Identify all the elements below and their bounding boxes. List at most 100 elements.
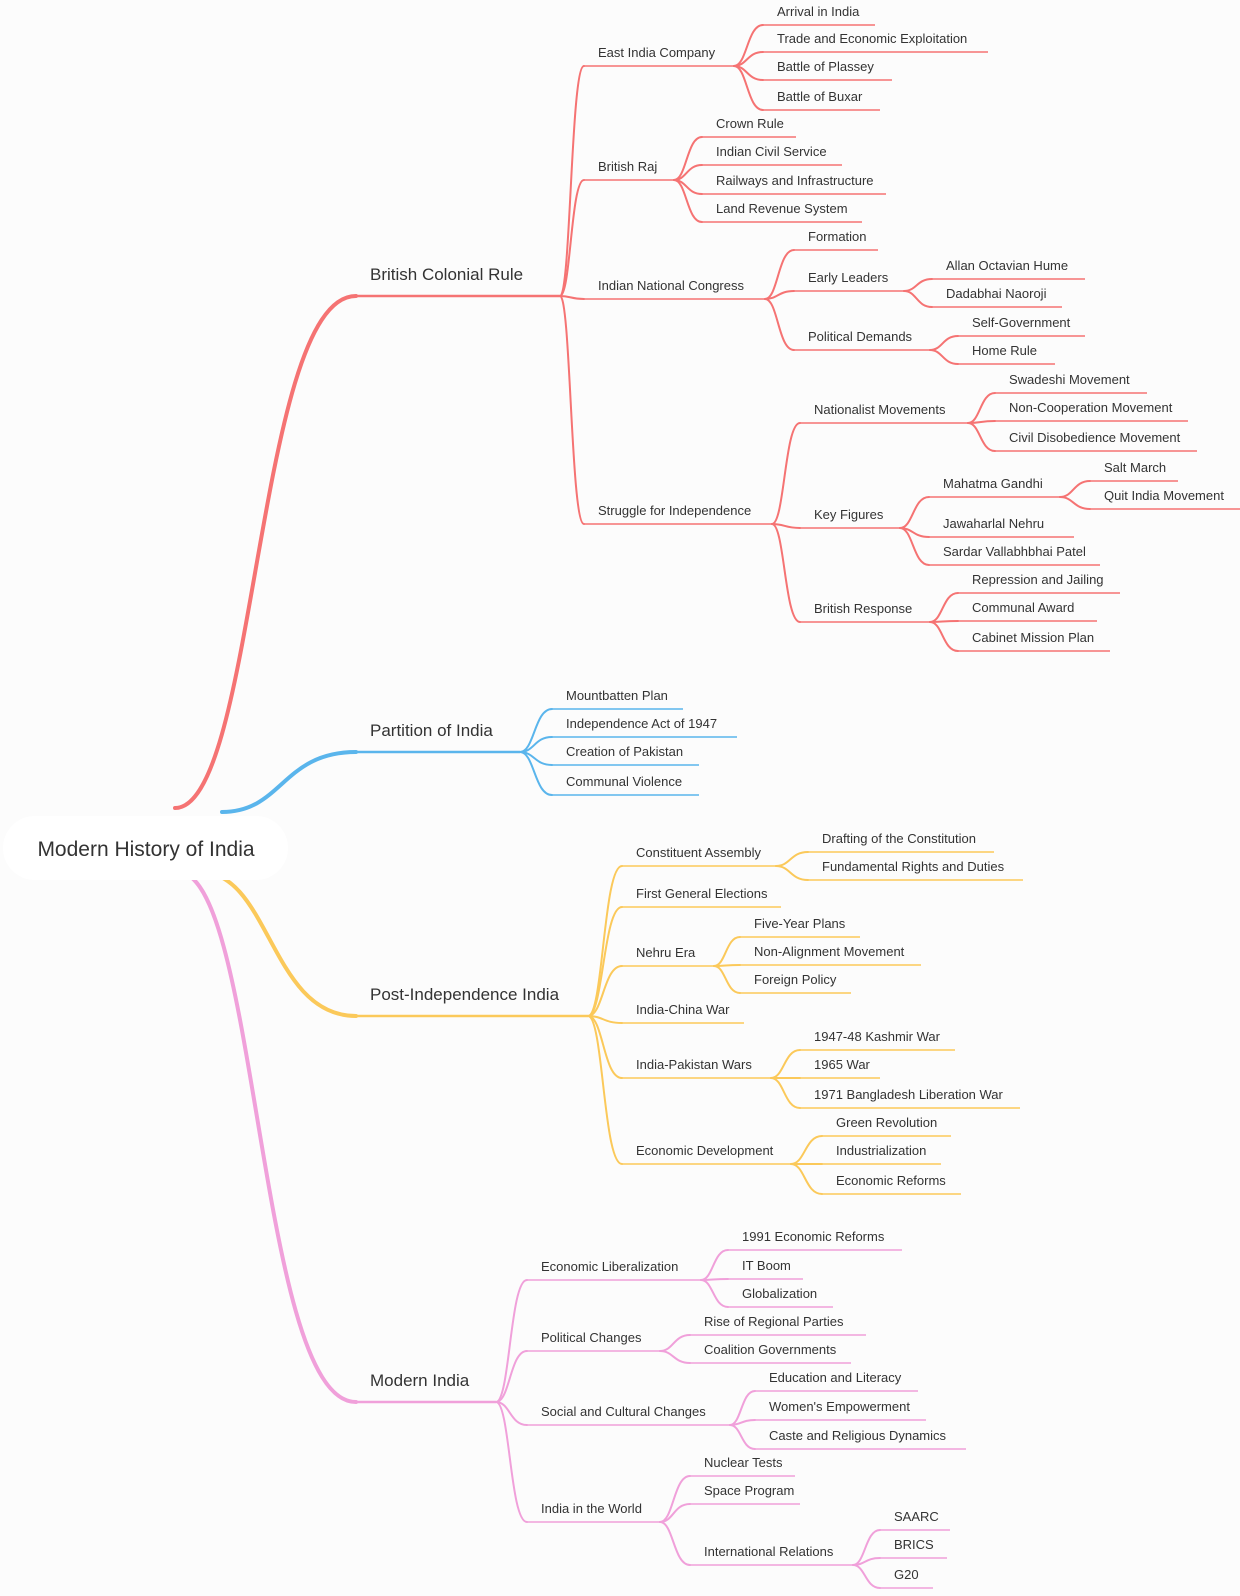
node-label-civil-disobedience-movement: Civil Disobedience Movement bbox=[1009, 430, 1181, 445]
node-key-figures[interactable]: Key Figures bbox=[800, 507, 900, 529]
node-salt-march[interactable]: Salt March bbox=[1090, 460, 1178, 482]
node-non-cooperation-movement[interactable]: Non-Cooperation Movement bbox=[995, 400, 1188, 422]
node-women-s-empowerment[interactable]: Women's Empowerment bbox=[755, 1399, 926, 1421]
node-allan-octavian-hume[interactable]: Allan Octavian Hume bbox=[932, 258, 1085, 280]
node-1991-economic-reforms[interactable]: 1991 Economic Reforms bbox=[728, 1229, 902, 1251]
node-economic-liberalization[interactable]: Economic Liberalization bbox=[527, 1259, 701, 1281]
node-self-government[interactable]: Self-Government bbox=[958, 315, 1085, 337]
node-constituent-assembly[interactable]: Constituent Assembly bbox=[622, 845, 776, 867]
node-education-and-literacy[interactable]: Education and Literacy bbox=[755, 1370, 918, 1392]
node-fundamental-rights-and-duties[interactable]: Fundamental Rights and Duties bbox=[808, 859, 1023, 881]
node-india-china-war[interactable]: India-China War bbox=[622, 1002, 744, 1024]
edge-home-rule bbox=[929, 349, 959, 365]
node-nationalist-movements[interactable]: Nationalist Movements bbox=[800, 402, 968, 424]
node-repression-and-jailing[interactable]: Repression and Jailing bbox=[958, 572, 1120, 594]
node-quit-india-movement[interactable]: Quit India Movement bbox=[1090, 488, 1240, 510]
edge-economic-liberalization bbox=[495, 1279, 528, 1403]
node-label-space-program: Space Program bbox=[704, 1483, 794, 1498]
node-partition-of-india[interactable]: Partition of India bbox=[356, 721, 520, 754]
node-early-leaders[interactable]: Early Leaders bbox=[794, 270, 904, 292]
node-british-response[interactable]: British Response bbox=[800, 601, 930, 623]
node-label-industrialization: Industrialization bbox=[836, 1143, 926, 1158]
edge-brics bbox=[852, 1557, 881, 1566]
edge-crown-rule bbox=[673, 136, 703, 181]
node-saarc[interactable]: SAARC bbox=[880, 1509, 950, 1531]
edge-british-colonial-rule bbox=[173, 294, 358, 810]
node-label-allan-octavian-hume: Allan Octavian Hume bbox=[946, 258, 1068, 273]
edge-international-relations bbox=[659, 1521, 691, 1566]
node-mountbatten-plan[interactable]: Mountbatten Plan bbox=[552, 688, 683, 710]
node-jawaharlal-nehru[interactable]: Jawaharlal Nehru bbox=[929, 516, 1074, 538]
node-industrialization[interactable]: Industrialization bbox=[822, 1143, 941, 1165]
node-nehru-era[interactable]: Nehru Era bbox=[622, 945, 714, 967]
node-struggle-for-independence[interactable]: Struggle for Independence bbox=[584, 503, 772, 525]
node-formation[interactable]: Formation bbox=[794, 229, 878, 251]
node-foreign-policy[interactable]: Foreign Policy bbox=[740, 972, 851, 994]
node-india-pakistan-wars[interactable]: India-Pakistan Wars bbox=[622, 1057, 771, 1079]
node-home-rule[interactable]: Home Rule bbox=[958, 343, 1055, 365]
node-coalition-governments[interactable]: Coalition Governments bbox=[690, 1342, 851, 1364]
node-first-general-elections[interactable]: First General Elections bbox=[622, 886, 781, 908]
node-1947-48-kashmir-war[interactable]: 1947-48 Kashmir War bbox=[800, 1029, 955, 1051]
node-india-in-the-world[interactable]: India in the World bbox=[527, 1501, 660, 1523]
node-rise-of-regional-parties[interactable]: Rise of Regional Parties bbox=[690, 1314, 866, 1336]
node-label-women-s-empowerment: Women's Empowerment bbox=[769, 1399, 910, 1414]
node-economic-development[interactable]: Economic Development bbox=[622, 1143, 791, 1165]
edge-british-response bbox=[771, 523, 801, 623]
node-civil-disobedience-movement[interactable]: Civil Disobedience Movement bbox=[995, 430, 1197, 452]
node-political-changes[interactable]: Political Changes bbox=[527, 1330, 660, 1352]
node-dadabhai-naoroji[interactable]: Dadabhai Naoroji bbox=[932, 286, 1062, 308]
node-post-independence-india[interactable]: Post-Independence India bbox=[356, 985, 588, 1018]
node-label-east-india-company: East India Company bbox=[598, 45, 716, 60]
node-political-demands[interactable]: Political Demands bbox=[794, 329, 930, 351]
node-label-1947-48-kashmir-war: 1947-48 Kashmir War bbox=[814, 1029, 941, 1044]
node-international-relations[interactable]: International Relations bbox=[690, 1544, 853, 1566]
node-space-program[interactable]: Space Program bbox=[690, 1483, 800, 1505]
node-five-year-plans[interactable]: Five-Year Plans bbox=[740, 916, 860, 938]
node-cabinet-mission-plan[interactable]: Cabinet Mission Plan bbox=[958, 630, 1110, 652]
node-battle-of-buxar[interactable]: Battle of Buxar bbox=[763, 89, 880, 111]
edge-arrival-in-india bbox=[733, 24, 764, 67]
node-swadeshi-movement[interactable]: Swadeshi Movement bbox=[995, 372, 1147, 394]
node-arrival-in-india[interactable]: Arrival in India bbox=[763, 4, 875, 26]
node-railways-and-infrastructure[interactable]: Railways and Infrastructure bbox=[702, 173, 886, 195]
node-drafting-of-the-constitution[interactable]: Drafting of the Constitution bbox=[808, 831, 994, 853]
node-crown-rule[interactable]: Crown Rule bbox=[702, 116, 796, 138]
node-mahatma-gandhi[interactable]: Mahatma Gandhi bbox=[929, 476, 1060, 498]
root-node[interactable]: Modern History of India bbox=[3, 816, 288, 880]
node-label-globalization: Globalization bbox=[742, 1286, 817, 1301]
node-brics[interactable]: BRICS bbox=[880, 1537, 947, 1559]
node-nuclear-tests[interactable]: Nuclear Tests bbox=[690, 1455, 795, 1477]
edge-salt-march bbox=[1059, 480, 1091, 498]
node-british-raj[interactable]: British Raj bbox=[584, 159, 674, 181]
edge-1971-bangladesh-liberation-war bbox=[770, 1077, 801, 1109]
node-indian-civil-service[interactable]: Indian Civil Service bbox=[702, 144, 842, 166]
node-social-and-cultural-changes[interactable]: Social and Cultural Changes bbox=[527, 1404, 730, 1426]
node-communal-violence[interactable]: Communal Violence bbox=[552, 774, 699, 796]
node-1965-war[interactable]: 1965 War bbox=[800, 1057, 880, 1079]
node-trade-and-economic-exploitation[interactable]: Trade and Economic Exploitation bbox=[763, 31, 988, 53]
edge-social-and-cultural-changes bbox=[495, 1401, 528, 1426]
node-communal-award[interactable]: Communal Award bbox=[958, 600, 1097, 622]
node-land-revenue-system[interactable]: Land Revenue System bbox=[702, 201, 862, 223]
node-sardar-vallabhbhai-patel[interactable]: Sardar Vallabhbhai Patel bbox=[929, 544, 1100, 566]
node-label-indian-national-congress: Indian National Congress bbox=[598, 278, 744, 293]
node-economic-reforms[interactable]: Economic Reforms bbox=[822, 1173, 961, 1195]
node-indian-national-congress[interactable]: Indian National Congress bbox=[584, 278, 765, 300]
node-g20[interactable]: G20 bbox=[880, 1567, 933, 1589]
edge-modern-india bbox=[176, 870, 358, 1404]
node-caste-and-religious-dynamics[interactable]: Caste and Religious Dynamics bbox=[755, 1428, 966, 1450]
node-non-alignment-movement[interactable]: Non-Alignment Movement bbox=[740, 944, 921, 966]
edge-space-program bbox=[659, 1503, 691, 1523]
node-creation-of-pakistan[interactable]: Creation of Pakistan bbox=[552, 744, 699, 766]
node-globalization[interactable]: Globalization bbox=[728, 1286, 833, 1308]
node-independence-act-of-1947[interactable]: Independence Act of 1947 bbox=[552, 716, 737, 738]
node-it-boom[interactable]: IT Boom bbox=[728, 1258, 803, 1280]
node-1971-bangladesh-liberation-war[interactable]: 1971 Bangladesh Liberation War bbox=[800, 1087, 1020, 1109]
edge-communal-violence bbox=[519, 751, 553, 796]
node-british-colonial-rule[interactable]: British Colonial Rule bbox=[356, 265, 560, 298]
node-modern-india[interactable]: Modern India bbox=[356, 1371, 496, 1404]
node-east-india-company[interactable]: East India Company bbox=[584, 45, 734, 67]
node-green-revolution[interactable]: Green Revolution bbox=[822, 1115, 951, 1137]
node-battle-of-plassey[interactable]: Battle of Plassey bbox=[763, 59, 892, 81]
